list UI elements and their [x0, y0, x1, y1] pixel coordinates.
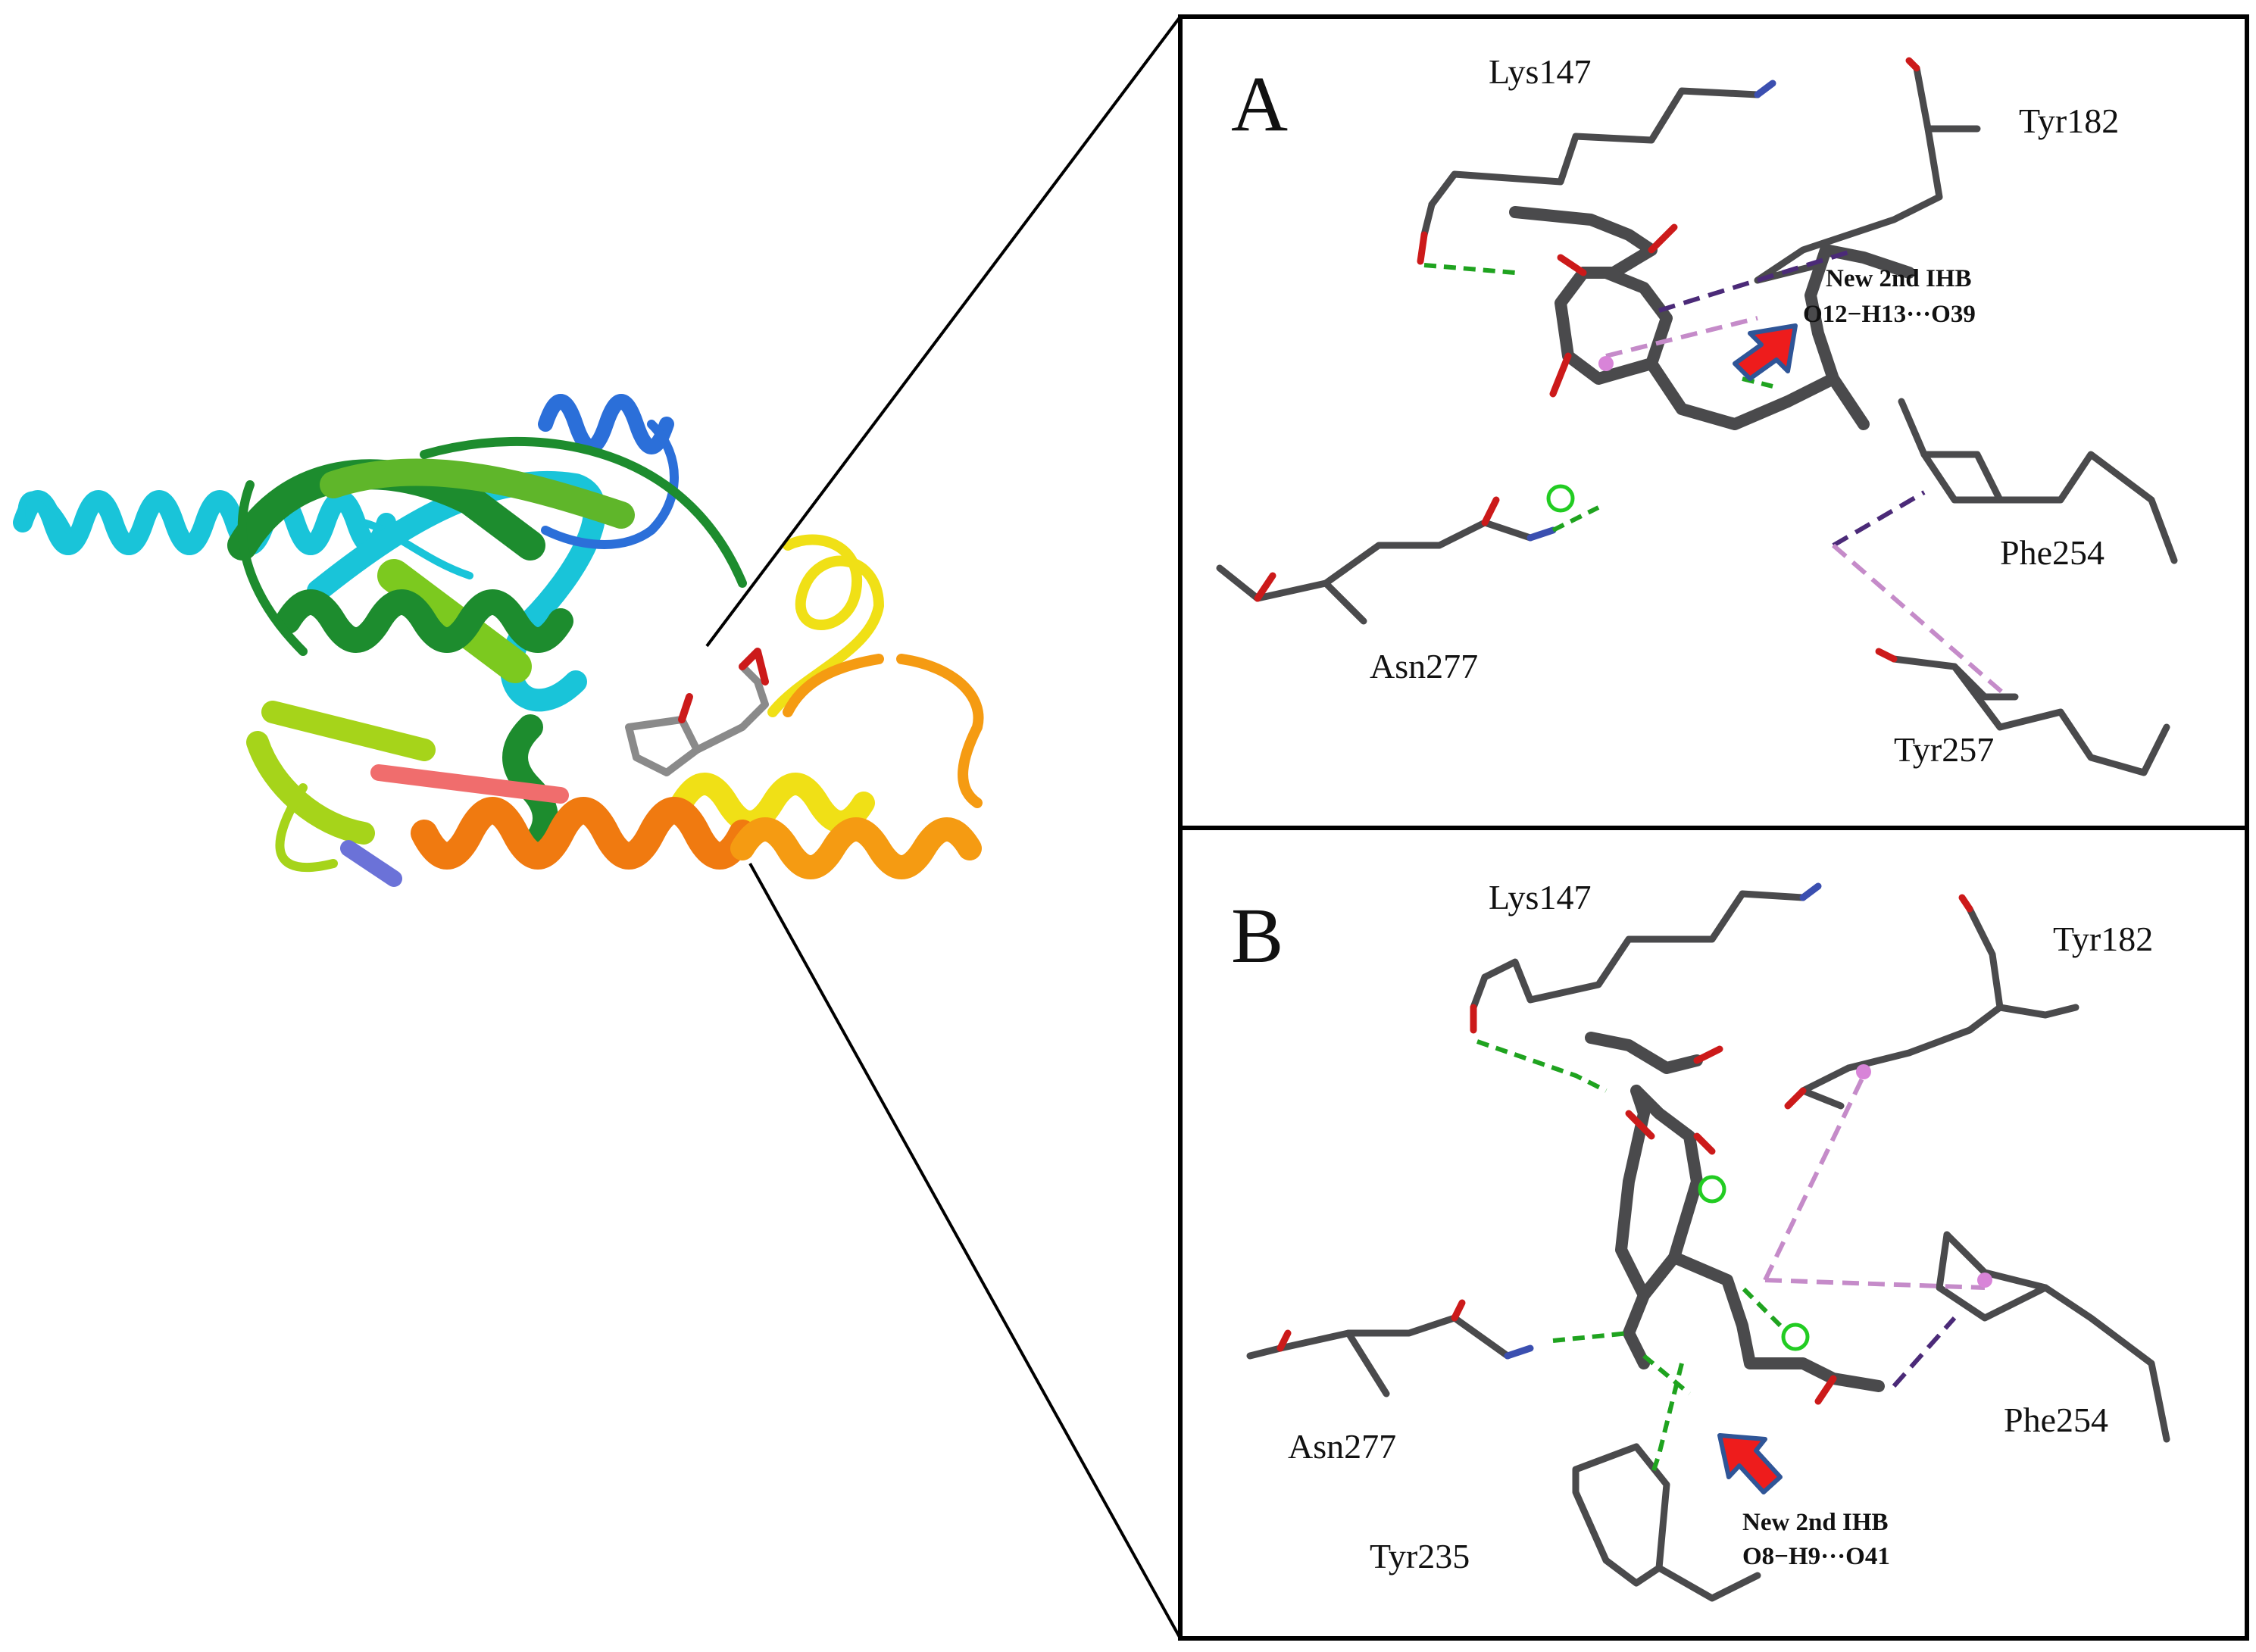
panel-b-frame — [1178, 826, 2249, 1641]
zoom-lines — [705, 15, 1182, 1639]
orange-helix-bottom — [411, 797, 756, 870]
orange-loop — [783, 654, 984, 808]
panel-a-residue-asn277: Asn277 — [1370, 647, 1478, 685]
panel-b-ihb-bond: O8−H9···O41 — [1742, 1543, 1890, 1570]
panel-b-ihb-title: New 2nd IHB — [1742, 1509, 1889, 1536]
yellow-helix — [670, 773, 875, 833]
panel-b-pi-centroid-1 — [1856, 1064, 1871, 1079]
panel-a-residue-tyr257: Tyr257 — [1894, 730, 1994, 769]
lime-loop — [275, 783, 338, 872]
panel-b: B — [1231, 878, 2170, 1602]
green-sheet-2 — [320, 458, 635, 529]
panel-a-ihb-title: New 2nd IHB — [1826, 265, 1972, 292]
panel-a-residue-tyr182: Tyr182 — [2019, 101, 2119, 140]
panel-a-pi-interactions — [1605, 248, 2009, 699]
zoom-line-bottom — [748, 863, 1182, 1639]
panel-letter-b: B — [1231, 892, 1283, 979]
panel-a-red-arrow — [1733, 323, 1798, 381]
panel-a-residue-phe254: Phe254 — [2000, 533, 2104, 572]
panel-a-highlight-ring — [1546, 484, 1575, 513]
panel-a-hbonds — [1423, 263, 1773, 532]
panel-b-hbonds — [1476, 1039, 1783, 1478]
panel-a: A — [1216, 52, 2178, 776]
panel-a-ihb-bond: O12−H13···O39 — [1803, 301, 1976, 328]
panel-b-pi-centroid-2 — [1977, 1273, 1992, 1288]
panel-a-pi-centroid — [1598, 356, 1614, 371]
panel-b-residue-lys147: Lys147 — [1489, 878, 1591, 917]
panel-b-residue-tyr182: Tyr182 — [2053, 920, 2153, 958]
panel-b-residue-sticks — [1246, 890, 2170, 1602]
protein-ribbon-overview — [13, 394, 984, 887]
yellow-loop — [767, 534, 884, 717]
blue-helix — [538, 394, 674, 454]
panel-b-residue-asn277: Asn277 — [1288, 1427, 1396, 1466]
panel-b-heteroatoms — [1276, 882, 1973, 1405]
panel-b-residue-tyr235: Tyr235 — [1370, 1537, 1470, 1575]
bound-ligand-overview — [625, 648, 769, 776]
blue-loop — [541, 420, 679, 549]
zoom-line-top — [705, 15, 1182, 648]
salmon-strand — [370, 764, 569, 804]
slate-strand — [340, 840, 402, 887]
panel-letter-a: A — [1231, 61, 1288, 148]
panel-b-highlight-ring-2 — [1781, 1323, 1810, 1351]
panel-a-residue-lys147: Lys147 — [1489, 52, 1591, 91]
cyan-helix — [13, 490, 396, 555]
panel-a-residue-sticks — [1216, 64, 2178, 776]
cyan-core — [307, 470, 606, 712]
cyan-loop — [17, 491, 473, 579]
orange-helix-right — [730, 817, 982, 879]
green-helix — [275, 589, 573, 653]
panel-a-heteroatoms — [1254, 57, 1920, 663]
panel-b-residue-phe254: Phe254 — [2004, 1401, 2108, 1439]
panel-b-pi-interactions — [1763, 1074, 1986, 1388]
panel-b-red-arrow — [1717, 1433, 1783, 1494]
green-loop — [237, 436, 747, 656]
panel-b-highlight-ring-1 — [1698, 1175, 1726, 1204]
